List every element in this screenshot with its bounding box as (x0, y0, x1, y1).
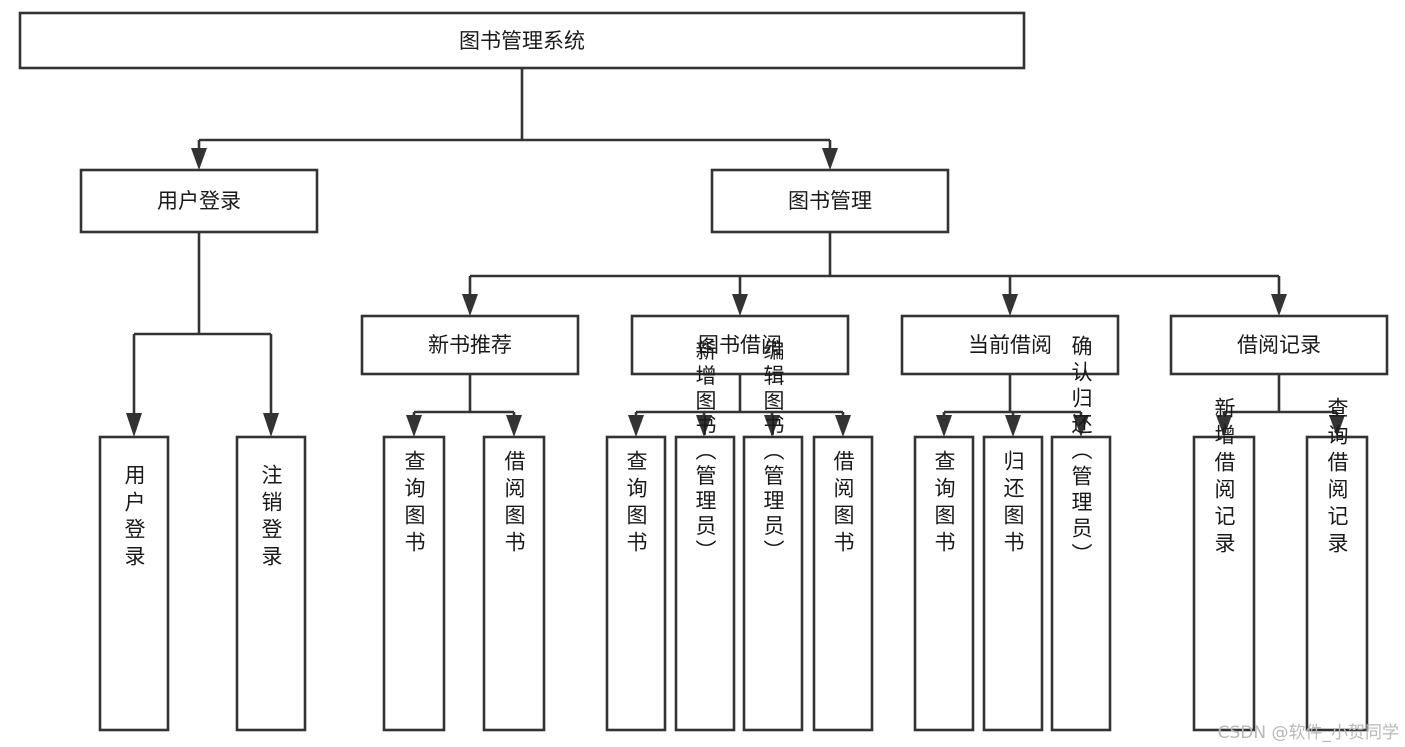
leaf-box[interactable] (1192, 435, 1256, 732)
arrowhead-book-borrow (732, 294, 748, 316)
user-login-box[interactable] (79, 168, 319, 234)
leaf-node[interactable]: 新增借阅记录 (1192, 397, 1256, 732)
leaf-box[interactable] (812, 435, 874, 732)
leaf-node[interactable]: 确认归还（管理员） (1050, 335, 1112, 732)
leaf-node[interactable]: 查询图书 (605, 435, 667, 732)
connectors-current-to-leaves (936, 374, 1089, 437)
node-book-borrow[interactable]: 图书借阅 (630, 314, 850, 376)
leaf-label: 查询图书 (624, 450, 648, 558)
node-root-system[interactable]: 图书管理系统 (18, 11, 1026, 70)
current-borrow-box[interactable] (900, 314, 1120, 376)
arrowhead-borrow-leaf4 (835, 415, 851, 437)
arrowhead-borrow-leaf3 (764, 415, 780, 437)
new-book-recommend-label: 新书推荐 (428, 333, 512, 357)
book-borrow-box[interactable] (630, 314, 850, 376)
user-login-label: 用户登录 (157, 189, 241, 213)
leaf-box[interactable] (382, 435, 446, 732)
leaf-label: 新增图书（管理员） (693, 340, 717, 565)
leaf-label: 查询借阅记录 (1325, 397, 1349, 559)
current-borrow-label: 当前借阅 (968, 333, 1052, 357)
connectors-borrow-to-leaves (628, 374, 851, 437)
arrowhead-current-borrow (1002, 294, 1018, 316)
arrowhead-newbook-leaf2 (506, 415, 522, 437)
leaf-box[interactable] (913, 435, 975, 732)
connectors-newbook-to-leaves (406, 374, 522, 437)
arrowhead-leaf-user-login (126, 413, 142, 437)
book-management-box[interactable] (710, 168, 950, 234)
arrowhead-user-login (191, 148, 207, 170)
leaf-label: 归还图书 (1001, 450, 1025, 558)
leaf-node[interactable]: 归还图书 (982, 435, 1044, 732)
node-new-book-recommend[interactable]: 新书推荐 (360, 314, 580, 376)
leaf-node[interactable]: 借阅图书 (812, 435, 874, 732)
leaf-label: 编辑图书（管理员） (761, 340, 785, 565)
leaf-node[interactable]: 借阅图书 (482, 435, 546, 732)
leaf-box[interactable] (482, 435, 546, 732)
leaf-label: 新增借阅记录 (1212, 397, 1236, 559)
watermark: CSDN @软件_小贺同学 (1217, 723, 1399, 743)
borrow-records-label: 借阅记录 (1237, 333, 1321, 357)
leaf-box[interactable] (982, 435, 1044, 732)
leaf-node[interactable]: 查询图书 (913, 435, 975, 732)
arrowhead-current-leaf2 (1005, 415, 1021, 437)
leaf-label: 确认归还（管理员） (1069, 335, 1093, 569)
book-management-label: 图书管理 (788, 189, 872, 213)
arrowhead-current-leaf3 (1073, 415, 1089, 437)
arrowhead-borrow-leaf2 (696, 415, 712, 437)
leaf-label: 注销登录 (259, 464, 283, 572)
borrow-records-box[interactable] (1169, 314, 1389, 376)
leaf-label: 借阅图书 (831, 450, 855, 558)
leaf-label: 查询图书 (402, 450, 426, 558)
leaf-node[interactable]: 编辑图书（管理员） (742, 340, 804, 732)
leaf-label: 借阅图书 (502, 450, 526, 558)
connectors-records-to-leaves (1216, 374, 1345, 437)
arrowhead-new-book-rec (462, 294, 478, 316)
leaf-box[interactable] (98, 435, 170, 732)
arrowhead-records-leaf1 (1216, 415, 1232, 437)
arrowhead-borrow-records (1271, 294, 1287, 316)
leaf-node[interactable]: 新增图书（管理员） (674, 340, 736, 732)
arrowhead-book-mgmt (822, 148, 838, 170)
connectors-root-to-level2 (191, 68, 838, 170)
leaf-label: 用户登录 (122, 464, 146, 572)
leaf-box[interactable] (1305, 435, 1369, 732)
new-book-recommend-box[interactable] (360, 314, 580, 376)
node-book-management[interactable]: 图书管理 (710, 168, 950, 234)
leaf-box[interactable] (1050, 435, 1112, 732)
leaf-node[interactable]: 查询借阅记录 (1305, 397, 1369, 732)
arrowhead-borrow-leaf1 (628, 415, 644, 437)
root-box[interactable] (18, 11, 1026, 70)
leaf-box[interactable] (235, 435, 307, 732)
node-user-login[interactable]: 用户登录 (79, 168, 319, 234)
arrowhead-records-leaf2 (1329, 415, 1345, 437)
node-borrow-records[interactable]: 借阅记录 (1169, 314, 1389, 376)
node-current-borrow[interactable]: 当前借阅 (900, 314, 1120, 376)
root-label: 图书管理系统 (459, 29, 585, 53)
leaf-box[interactable] (605, 435, 667, 732)
arrowhead-leaf-logout (263, 413, 279, 437)
book-borrow-label: 图书借阅 (698, 333, 782, 357)
leaf-node[interactable]: 查询图书 (382, 435, 446, 732)
arrowhead-newbook-leaf1 (406, 415, 422, 437)
leaf-box[interactable] (742, 435, 804, 732)
leaf-node[interactable]: 注销登录 (235, 435, 307, 732)
leaf-label: 查询图书 (932, 450, 956, 558)
leaf-node[interactable]: 用户登录 (98, 435, 170, 732)
leaf-box[interactable] (674, 435, 736, 732)
connectors-book-mgmt-to-level3 (462, 232, 1287, 316)
connectors-user-login-to-leaves (126, 232, 279, 437)
arrowhead-current-leaf1 (936, 415, 952, 437)
